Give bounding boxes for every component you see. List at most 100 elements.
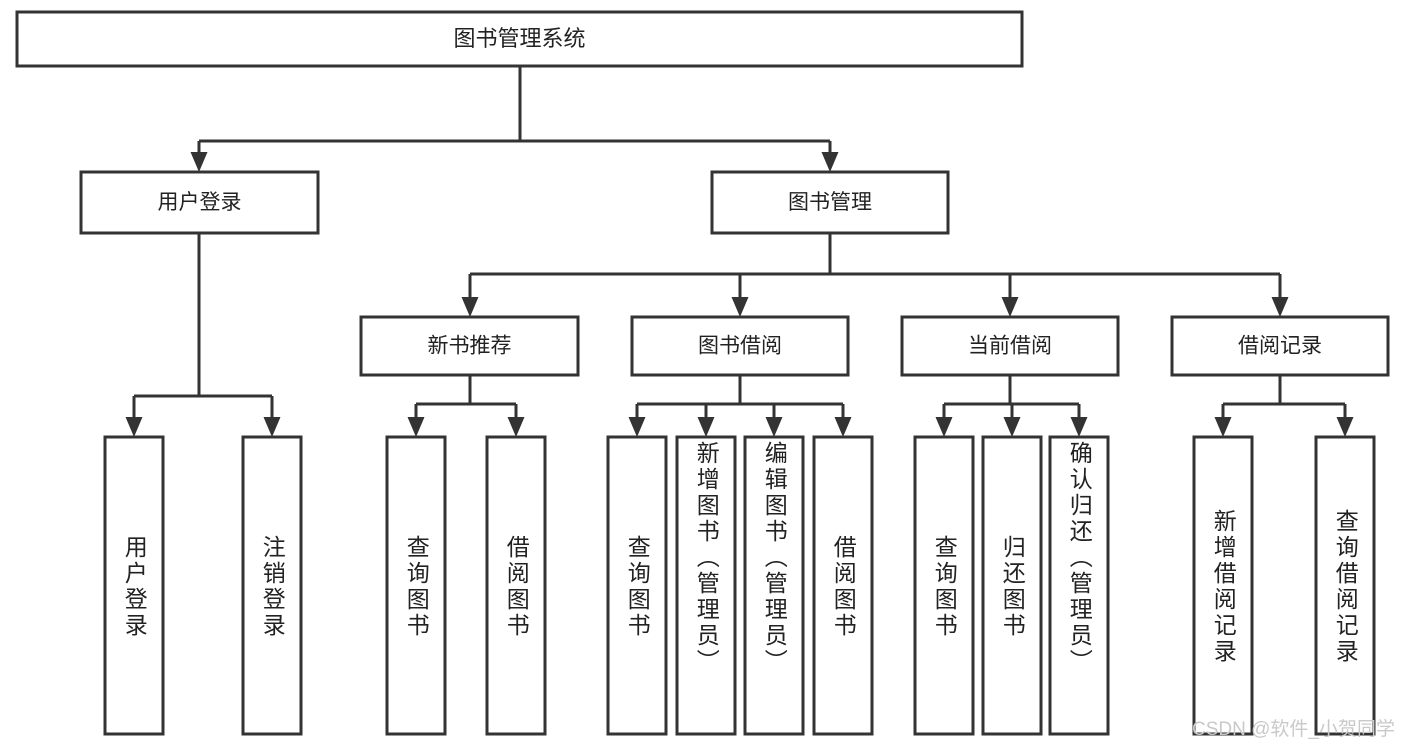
node-box-leaf-add-record <box>1192 435 1254 736</box>
arrow-head-icon <box>765 417 783 437</box>
connector-new-book-rec <box>407 375 525 437</box>
node-new-book-rec[interactable] <box>359 315 580 377</box>
connector-user-login <box>125 233 281 437</box>
connector-layer <box>125 66 1354 437</box>
node-box-leaf-add-book <box>675 435 737 736</box>
node-label-book-borrow: 图书借阅 <box>698 335 782 358</box>
node-box-leaf-borrow-book-2 <box>812 435 874 736</box>
node-label-wrap-leaf-borrow-book-1: 借阅图书 <box>487 437 545 734</box>
node-label-leaf-query-book-1: 查询图书 <box>403 534 430 639</box>
node-label-book-manage: 图书管理 <box>788 191 872 214</box>
arrow-head-icon <box>1003 417 1021 437</box>
arrow-head-icon <box>1001 297 1019 317</box>
node-leaf-query-record[interactable] <box>1314 435 1376 736</box>
arrow-head-icon <box>1070 417 1088 437</box>
connector-book-borrow <box>628 375 852 437</box>
node-leaf-borrow-book-2[interactable] <box>812 435 874 736</box>
node-box-leaf-user-login <box>103 435 165 736</box>
node-label-leaf-query-book-3: 查询图书 <box>931 534 958 639</box>
node-label-root: 图书管理系统 <box>453 26 585 51</box>
node-label-wrap-leaf-query-book-2: 查询图书 <box>608 437 666 734</box>
node-label-borrow-record: 借阅记录 <box>1238 335 1322 358</box>
node-label-leaf-return-book: 归还图书 <box>999 534 1026 639</box>
node-book-manage[interactable] <box>710 170 950 235</box>
node-label-wrap-leaf-edit-book: 编辑图书（管理员） <box>745 437 803 734</box>
node-label-wrap-leaf-user-logout: 注销登录 <box>243 437 301 734</box>
node-label-leaf-add-record: 新增借阅记录 <box>1210 508 1237 665</box>
arrow-head-icon <box>1214 417 1232 437</box>
node-leaf-return-book[interactable] <box>981 435 1043 736</box>
node-label-current-borrow: 当前借阅 <box>968 335 1052 358</box>
arrow-head-icon <box>834 417 852 437</box>
arrow-head-icon <box>935 417 953 437</box>
node-box-leaf-query-book-1 <box>385 435 447 736</box>
node-label-leaf-user-logout: 注销登录 <box>259 534 286 639</box>
node-box-new-book-rec <box>359 315 580 377</box>
node-leaf-borrow-book-1[interactable] <box>485 435 547 736</box>
arrow-head-icon <box>1271 297 1289 317</box>
connector-root <box>190 66 839 172</box>
node-box-book-borrow <box>630 315 850 377</box>
node-box-leaf-query-record <box>1314 435 1376 736</box>
node-label-wrap-leaf-add-record: 新增借阅记录 <box>1194 437 1252 734</box>
node-book-borrow[interactable] <box>630 315 850 377</box>
node-label-leaf-user-login: 用户登录 <box>121 534 148 639</box>
node-box-leaf-query-book-2 <box>606 435 668 736</box>
connector-book-manage <box>461 233 1289 317</box>
node-box-leaf-return-book <box>981 435 1043 736</box>
node-label-leaf-confirm-return: 确认归还（管理员） <box>1066 441 1093 675</box>
node-box-leaf-user-logout <box>241 435 303 736</box>
node-box-current-borrow <box>900 315 1120 377</box>
node-leaf-query-book-1[interactable] <box>385 435 447 736</box>
arrow-head-icon <box>407 417 425 437</box>
arrow-head-icon <box>263 417 281 437</box>
node-user-login[interactable] <box>79 170 320 235</box>
node-label-user-login: 用户登录 <box>158 191 242 214</box>
node-leaf-edit-book[interactable] <box>743 435 805 736</box>
node-box-leaf-query-book-3 <box>913 435 975 736</box>
node-label-leaf-query-record: 查询借阅记录 <box>1332 508 1359 665</box>
node-label-leaf-borrow-book-1: 借阅图书 <box>503 534 530 639</box>
node-label-wrap-leaf-query-record: 查询借阅记录 <box>1316 437 1374 734</box>
node-leaf-add-book[interactable] <box>675 435 737 736</box>
node-label-wrap-leaf-confirm-return: 确认归还（管理员） <box>1050 437 1108 734</box>
arrow-head-icon <box>461 297 479 317</box>
arrow-head-icon <box>731 297 749 317</box>
node-label-leaf-borrow-book-2: 借阅图书 <box>830 534 857 639</box>
node-label-wrap-leaf-borrow-book-2: 借阅图书 <box>814 437 872 734</box>
arrow-head-icon <box>125 417 143 437</box>
connector-borrow-record <box>1214 375 1354 437</box>
node-box-user-login <box>79 170 320 235</box>
node-label-wrap-leaf-add-book: 新增图书（管理员） <box>677 437 735 734</box>
connector-current-borrow <box>935 375 1088 437</box>
node-box-book-manage <box>710 170 950 235</box>
arrow-head-icon <box>1336 417 1354 437</box>
node-borrow-record[interactable] <box>1170 315 1390 377</box>
node-leaf-user-login[interactable] <box>103 435 165 736</box>
node-label-leaf-edit-book: 编辑图书（管理员） <box>761 441 788 675</box>
node-root[interactable] <box>15 10 1024 68</box>
node-label-wrap-leaf-query-book-3: 查询图书 <box>915 437 973 734</box>
node-box-leaf-borrow-book-1 <box>485 435 547 736</box>
node-label-new-book-rec: 新书推荐 <box>428 335 512 358</box>
node-leaf-confirm-return[interactable] <box>1048 435 1110 736</box>
node-box-leaf-confirm-return <box>1048 435 1110 736</box>
arrow-head-icon <box>697 417 715 437</box>
node-current-borrow[interactable] <box>900 315 1120 377</box>
node-label-wrap-leaf-return-book: 归还图书 <box>983 437 1041 734</box>
node-box-borrow-record <box>1170 315 1390 377</box>
arrow-head-icon <box>628 417 646 437</box>
arrow-head-icon <box>821 152 839 172</box>
node-leaf-query-book-2[interactable] <box>606 435 668 736</box>
node-label-leaf-add-book: 新增图书（管理员） <box>693 441 720 675</box>
node-box-root <box>15 10 1024 68</box>
node-leaf-query-book-3[interactable] <box>913 435 975 736</box>
node-leaf-add-record[interactable] <box>1192 435 1254 736</box>
node-leaf-user-logout[interactable] <box>241 435 303 736</box>
node-box-leaf-edit-book <box>743 435 805 736</box>
node-label-wrap-leaf-user-login: 用户登录 <box>105 437 163 734</box>
node-label-wrap-leaf-query-book-1: 查询图书 <box>387 437 445 734</box>
